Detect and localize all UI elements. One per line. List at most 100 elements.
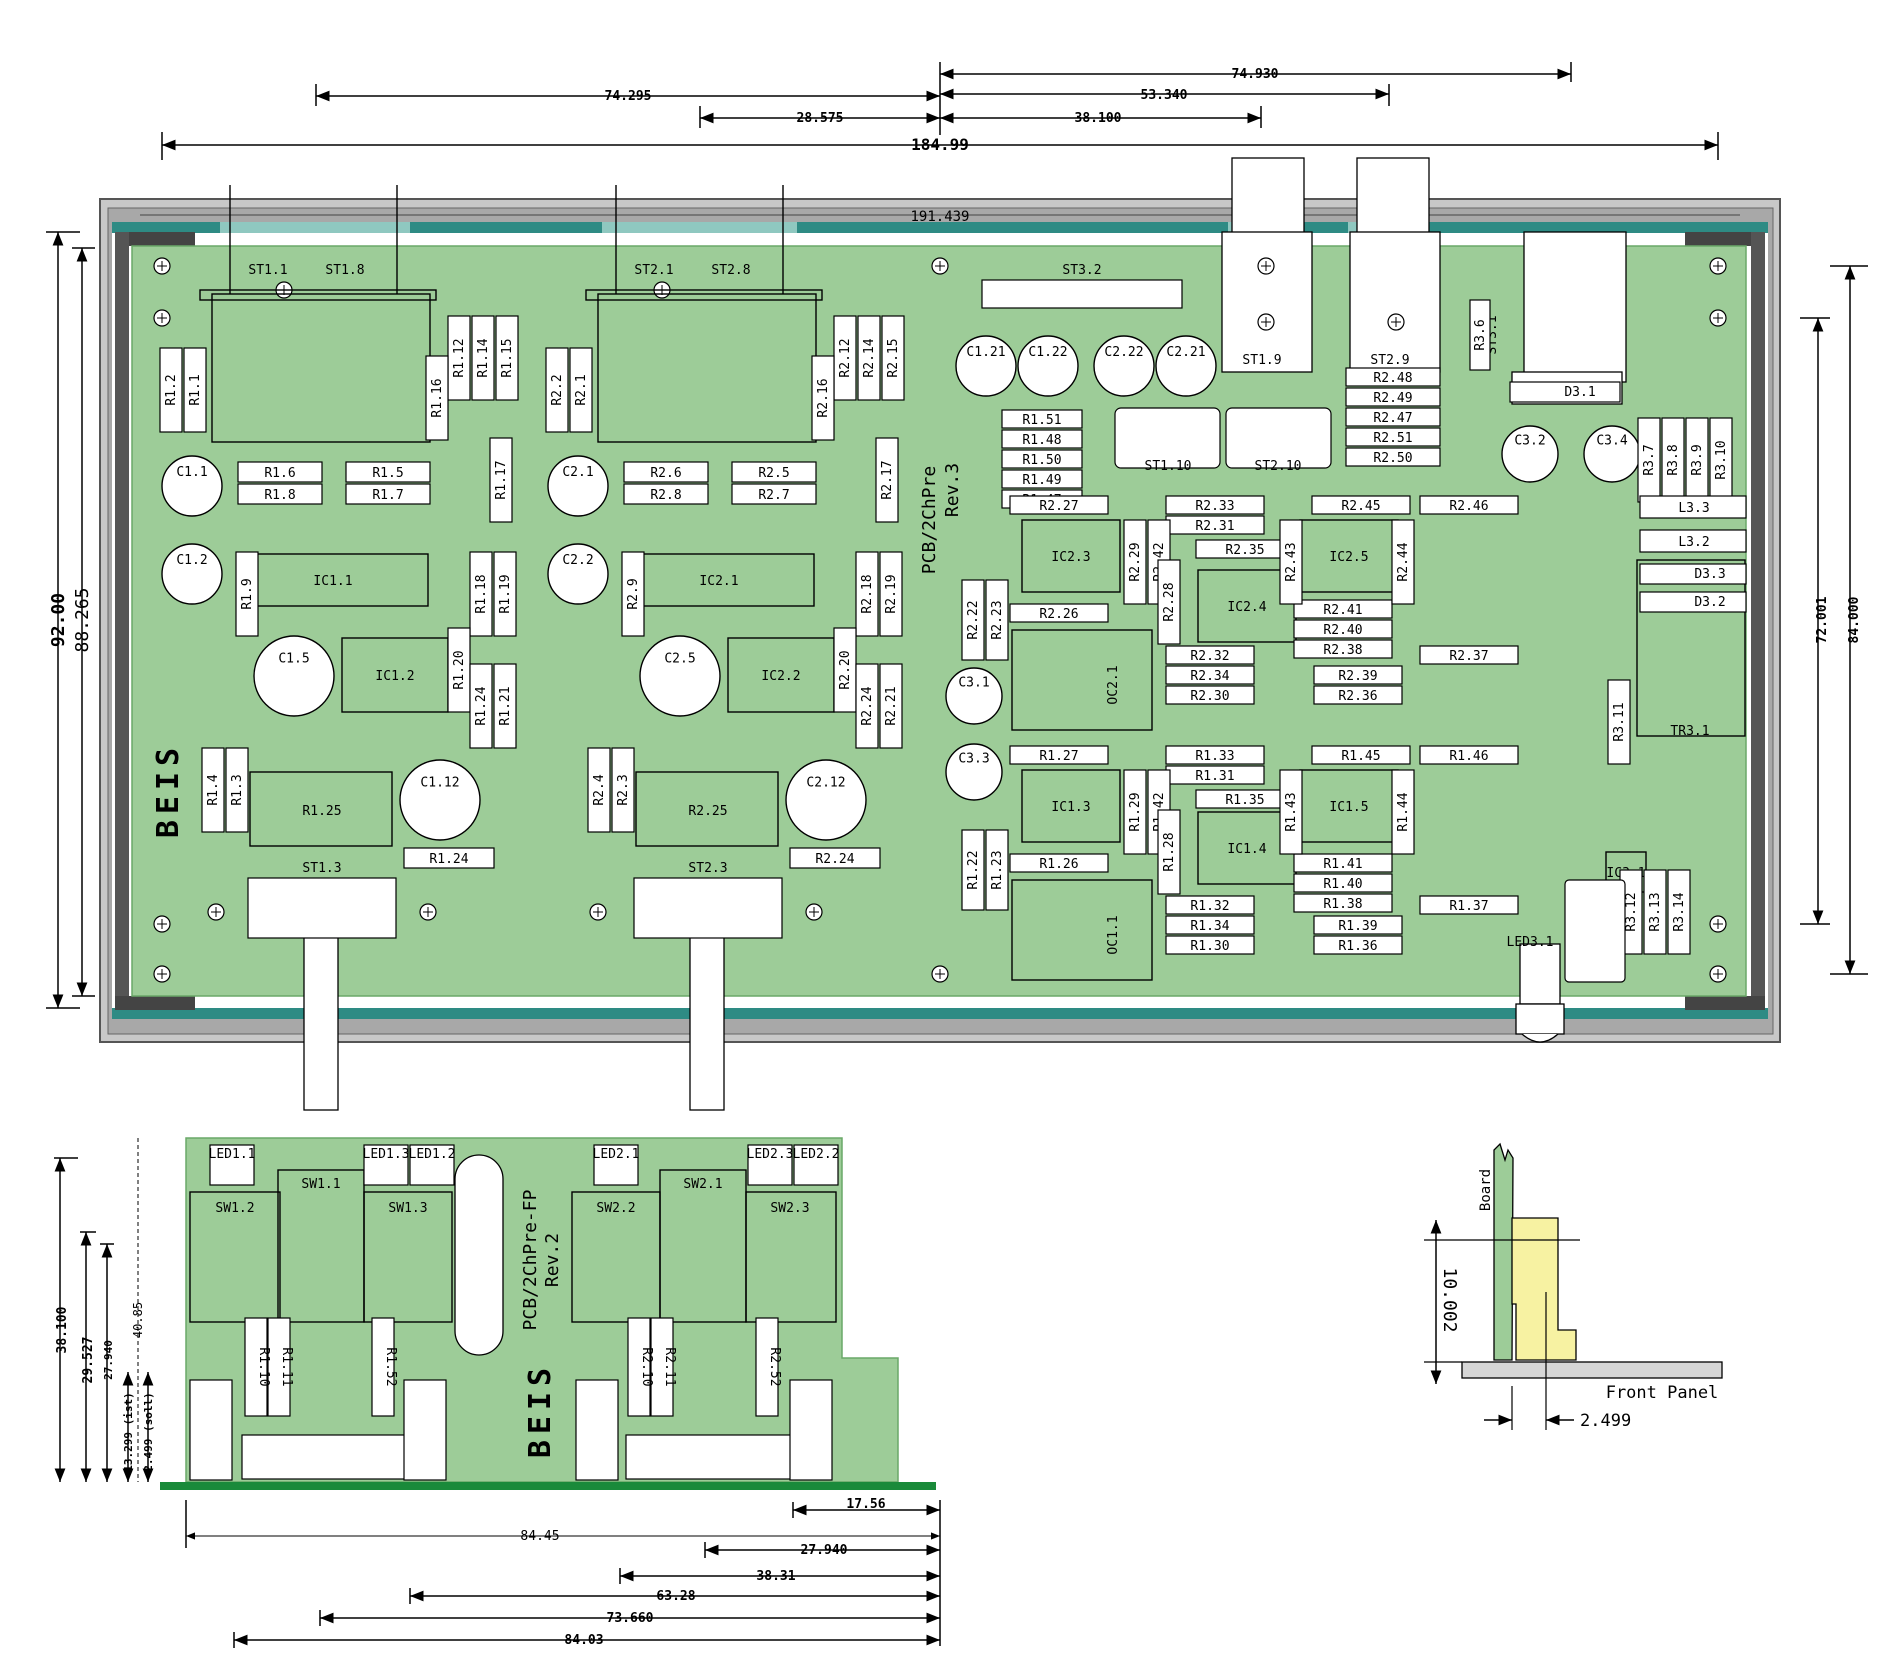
cap-label: C3.2 bbox=[1514, 434, 1545, 449]
resistor-label: R1.14 bbox=[476, 338, 491, 377]
resistor-label: R1.31 bbox=[1195, 769, 1234, 784]
resistor: R2.27 bbox=[1009, 495, 1109, 515]
mount-hole bbox=[1709, 309, 1727, 327]
d32-label: D3.2 bbox=[1694, 595, 1725, 610]
opto-label: OC2.1 bbox=[1106, 665, 1121, 704]
cap-c21: C2.1 bbox=[547, 455, 609, 517]
resistor-label: R1.3 bbox=[230, 774, 245, 805]
resistor-label: R2.39 bbox=[1338, 669, 1377, 684]
r225-label: R2.25 bbox=[688, 804, 727, 819]
resistor-label: R1.8 bbox=[264, 488, 295, 503]
st110-label: ST1.10 bbox=[1145, 459, 1192, 474]
resistor-label: R1.40 bbox=[1323, 877, 1362, 892]
resistor: R2.36 bbox=[1313, 685, 1403, 705]
resistor: R1.35 bbox=[1195, 789, 1295, 809]
fp-r111: R1.11 bbox=[279, 1347, 294, 1386]
resistor-label: R2.30 bbox=[1190, 689, 1229, 704]
cap-label: C1.21 bbox=[966, 345, 1005, 360]
resistor-label: R2.46 bbox=[1449, 499, 1488, 514]
resistor: R2.15 bbox=[881, 315, 905, 401]
resistor-label: R2.34 bbox=[1190, 669, 1229, 684]
resistor: R2.12 bbox=[833, 315, 857, 401]
resistor-label: R1.7 bbox=[372, 488, 403, 503]
mount-hole bbox=[153, 309, 171, 327]
resistor-label: R3.7 bbox=[1642, 444, 1657, 475]
front-panel-left-dimensions: 38.100 29.527 27.940 13.299 (ist) 2.499 … bbox=[54, 1138, 155, 1482]
resistor: R1.41 bbox=[1293, 853, 1393, 873]
resistor: R2.43 bbox=[1279, 519, 1303, 605]
resistor: R1.5 bbox=[345, 461, 431, 483]
resistor: R1.40 bbox=[1293, 873, 1393, 893]
resistor: R2.41 bbox=[1293, 599, 1393, 619]
st18-label: ST1.8 bbox=[325, 263, 364, 278]
resistor-label: R1.6 bbox=[264, 466, 295, 481]
led22-label: LED2.2 bbox=[793, 1147, 840, 1162]
resistor-label: R1.49 bbox=[1022, 473, 1061, 488]
cap-c34: C3.4 bbox=[1583, 425, 1641, 483]
cap-label: C1.5 bbox=[278, 652, 309, 667]
resistor: R2.44 bbox=[1391, 519, 1415, 605]
resistor-label: R2.12 bbox=[838, 338, 853, 377]
optocoupler: OC2.1 bbox=[1011, 629, 1153, 731]
main-pcb bbox=[131, 245, 1747, 997]
resistor-label: R2.24 bbox=[860, 686, 875, 725]
resistor-label: R1.23 bbox=[990, 850, 1005, 889]
resistor: R2.26 bbox=[1009, 603, 1109, 623]
resistor-label: R1.22 bbox=[966, 850, 981, 889]
fp-dim-8403: 84.03 bbox=[564, 1633, 603, 1648]
resistor: R2.7 bbox=[731, 483, 817, 505]
dim-72001: 72.001 bbox=[1815, 596, 1830, 643]
ic-ic23: IC2.3 bbox=[1021, 519, 1121, 593]
resistor-label: R1.21 bbox=[498, 686, 513, 725]
cap-c33: C3.3 bbox=[945, 743, 1003, 801]
mount-hole bbox=[805, 903, 823, 921]
resistor: R2.23 bbox=[985, 579, 1009, 661]
st29-label: ST2.9 bbox=[1370, 353, 1409, 368]
resistor-label: R2.2 bbox=[550, 374, 565, 405]
resistor: R1.31 bbox=[1165, 765, 1265, 785]
resistor: R2.20 bbox=[833, 627, 857, 713]
fp-dim-1756: 17.56 bbox=[846, 1497, 885, 1512]
resistor: R1.16 bbox=[425, 355, 449, 441]
resistor: R2.22 bbox=[961, 579, 985, 661]
sw13-label: SW1.3 bbox=[388, 1201, 427, 1216]
resistor: R2.30 bbox=[1165, 685, 1255, 705]
resistor: R1.22 bbox=[961, 829, 985, 911]
cap-label: C2.5 bbox=[664, 652, 695, 667]
mount-hole bbox=[589, 903, 607, 921]
resistor-label: R1.46 bbox=[1449, 749, 1488, 764]
resistor-label: R2.26 bbox=[1039, 607, 1078, 622]
dim-28575: 28.575 bbox=[797, 111, 844, 126]
resistor: R2.14 bbox=[857, 315, 881, 401]
resistor-label: R1.19 bbox=[498, 574, 513, 613]
resistor: R1.17 bbox=[489, 437, 513, 523]
resistor: R1.24 bbox=[403, 847, 495, 869]
resistor-label: R1.35 bbox=[1225, 793, 1264, 808]
sw22-label: SW2.2 bbox=[596, 1201, 635, 1216]
resistor: R1.2 bbox=[159, 347, 183, 433]
mount-detail-view: 10.002 Board Front Panel 2.499 bbox=[1424, 1142, 1723, 1431]
resistor-label: R2.43 bbox=[1284, 542, 1299, 581]
resistor-label: R1.12 bbox=[452, 338, 467, 377]
resistor: R2.2 bbox=[545, 347, 569, 433]
cap-c112: C1.12 bbox=[399, 759, 481, 841]
mount-hole bbox=[1387, 313, 1405, 331]
cap-c122: C1.22 bbox=[1017, 335, 1079, 397]
led31-housing bbox=[1515, 943, 1565, 1043]
resistor: R2.48 bbox=[1345, 367, 1441, 387]
mount-hole bbox=[931, 257, 949, 275]
resistor-label: R1.4 bbox=[206, 774, 221, 805]
resistor: R2.21 bbox=[879, 663, 903, 749]
fp-r152: R1.52 bbox=[383, 1347, 398, 1386]
fp-r210: R2.10 bbox=[639, 1347, 654, 1386]
dim-74295: 74.295 bbox=[605, 89, 652, 104]
resistor: R1.27 bbox=[1009, 745, 1109, 765]
mount-hole bbox=[1709, 965, 1727, 983]
resistor-label: R2.49 bbox=[1373, 391, 1412, 406]
resistor-label: R2.21 bbox=[884, 686, 899, 725]
dim-84000: 84.000 bbox=[1847, 596, 1862, 643]
ic-label: IC1.1 bbox=[313, 574, 352, 589]
resistor-label: R2.31 bbox=[1195, 519, 1234, 534]
fp-dim-6328: 63.28 bbox=[656, 1589, 695, 1604]
